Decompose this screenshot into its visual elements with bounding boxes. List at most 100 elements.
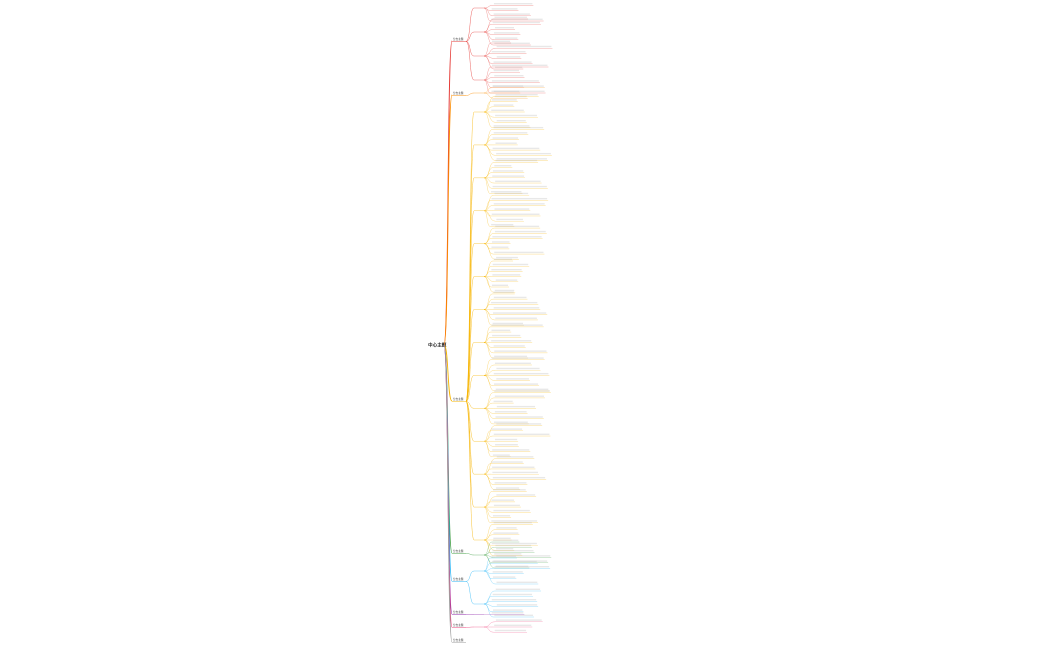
leaf-topic-text bbox=[493, 312, 547, 314]
leaf-topic-text bbox=[493, 13, 530, 15]
leaf-connector bbox=[483, 408, 494, 425]
leaf-topic-text bbox=[494, 614, 534, 616]
branch-topic-label: 分支主题 bbox=[453, 91, 464, 95]
sub-connector bbox=[465, 570, 475, 582]
leaf-topic-text bbox=[491, 18, 543, 20]
leaf-connector bbox=[483, 293, 493, 310]
leaf-connector bbox=[483, 375, 495, 392]
leaf-topic-text bbox=[494, 165, 512, 167]
leaf-topic-text bbox=[492, 274, 521, 276]
leaf-topic-text bbox=[493, 522, 532, 524]
leaf-connector bbox=[483, 29, 494, 33]
leaf-topic-text bbox=[492, 576, 516, 578]
leaf-topic-text bbox=[495, 317, 537, 319]
leaf-connector bbox=[483, 101, 491, 113]
leaf-connector bbox=[483, 227, 495, 244]
leaf-topic-text bbox=[491, 90, 545, 92]
leaf-connector bbox=[483, 260, 493, 277]
leaf-topic-text bbox=[491, 223, 514, 226]
sub-connector bbox=[465, 309, 475, 402]
leaf-connector bbox=[483, 408, 495, 419]
leaf-topic-text bbox=[495, 487, 520, 489]
leaf-connector bbox=[483, 570, 496, 585]
leaf-topic-text bbox=[493, 504, 520, 507]
sub-connector bbox=[465, 41, 475, 57]
leaf-connector bbox=[483, 441, 492, 452]
leaf-connector bbox=[483, 621, 495, 628]
leaf-topic-text bbox=[496, 158, 547, 160]
leaf-topic-text bbox=[491, 542, 537, 545]
leaf-connector bbox=[483, 96, 495, 113]
leaf-topic-text bbox=[495, 225, 540, 228]
leaf-connector bbox=[483, 596, 492, 605]
leaf-connector bbox=[483, 55, 495, 70]
leaf-connector bbox=[483, 276, 495, 282]
leaf-topic-text bbox=[496, 218, 523, 221]
leaf-topic-text bbox=[494, 390, 550, 392]
leaf-topic-text bbox=[496, 56, 521, 58]
leaf-connector bbox=[483, 205, 493, 211]
leaf-connector bbox=[483, 435, 493, 442]
leaf-topic-text bbox=[494, 411, 527, 413]
leaf-topic-text bbox=[494, 230, 546, 233]
leaf-topic-text bbox=[493, 104, 514, 106]
leaf-connector bbox=[483, 177, 495, 184]
leaf-topic-text bbox=[493, 537, 511, 539]
branch-topic-label: 分支主题 bbox=[453, 577, 464, 581]
leaf-topic-text bbox=[493, 532, 519, 534]
leaf-topic-text bbox=[494, 16, 527, 18]
leaf-topic-text bbox=[491, 301, 538, 304]
leaf-topic-text bbox=[495, 94, 538, 96]
leaf-connector bbox=[483, 524, 493, 541]
leaf-topic-text bbox=[495, 416, 543, 418]
leaf-topic-text bbox=[495, 159, 538, 162]
leaf-topic-text bbox=[493, 203, 545, 205]
leaf-topic-text bbox=[493, 85, 524, 87]
sub-connector bbox=[465, 177, 475, 402]
leaf-topic-text bbox=[492, 147, 540, 150]
leaf-connector bbox=[483, 238, 492, 244]
leaf-topic-text bbox=[493, 132, 528, 134]
branch-topic-label: 分支主题 bbox=[453, 397, 464, 401]
leaf-connector bbox=[483, 539, 496, 551]
leaf-topic-text bbox=[496, 423, 542, 425]
branch-topic-label: 分支主题 bbox=[453, 638, 464, 642]
leaf-topic-text bbox=[492, 170, 524, 172]
leaf-topic-text bbox=[491, 329, 511, 332]
leaf-topic-text bbox=[495, 565, 529, 567]
leaf-connector bbox=[483, 425, 496, 442]
leaf-topic-text bbox=[491, 246, 509, 248]
leaf-topic-text bbox=[496, 456, 534, 458]
leaf-topic-text bbox=[492, 571, 523, 573]
leaf-topic-text bbox=[495, 444, 518, 446]
leaf-connector bbox=[483, 501, 491, 508]
leaf-topic-text bbox=[495, 142, 517, 144]
leaf-topic-text bbox=[491, 197, 548, 200]
leaf-connector bbox=[483, 144, 496, 161]
leaf-topic-text bbox=[496, 152, 551, 155]
leaf-topic-text bbox=[493, 383, 539, 385]
leaf-connector bbox=[483, 5, 493, 9]
leaf-connector bbox=[483, 568, 494, 572]
leaf-connector bbox=[483, 55, 496, 59]
leaf-connector bbox=[483, 603, 493, 612]
leaf-connector bbox=[483, 397, 494, 409]
leaf-connector bbox=[483, 106, 493, 113]
leaf-connector bbox=[483, 441, 492, 457]
leaf-connector bbox=[483, 468, 492, 475]
branch-topic-label: 分支主题 bbox=[453, 623, 464, 627]
leaf-topic-text bbox=[491, 560, 537, 563]
leaf-topic-text bbox=[491, 428, 523, 430]
leaf-connector bbox=[483, 309, 492, 326]
leaf-connector bbox=[483, 7, 493, 16]
leaf-topic-text bbox=[493, 345, 525, 347]
leaf-connector bbox=[483, 111, 496, 123]
leaf-connector bbox=[483, 570, 492, 574]
leaf-topic-text bbox=[492, 85, 544, 87]
leaf-connector bbox=[483, 243, 496, 260]
leaf-connector bbox=[483, 31, 494, 46]
leaf-connector bbox=[483, 337, 492, 343]
leaf-connector bbox=[483, 200, 491, 211]
leaf-connector bbox=[483, 77, 494, 81]
branch-topic-label: 分支主题 bbox=[453, 37, 464, 41]
